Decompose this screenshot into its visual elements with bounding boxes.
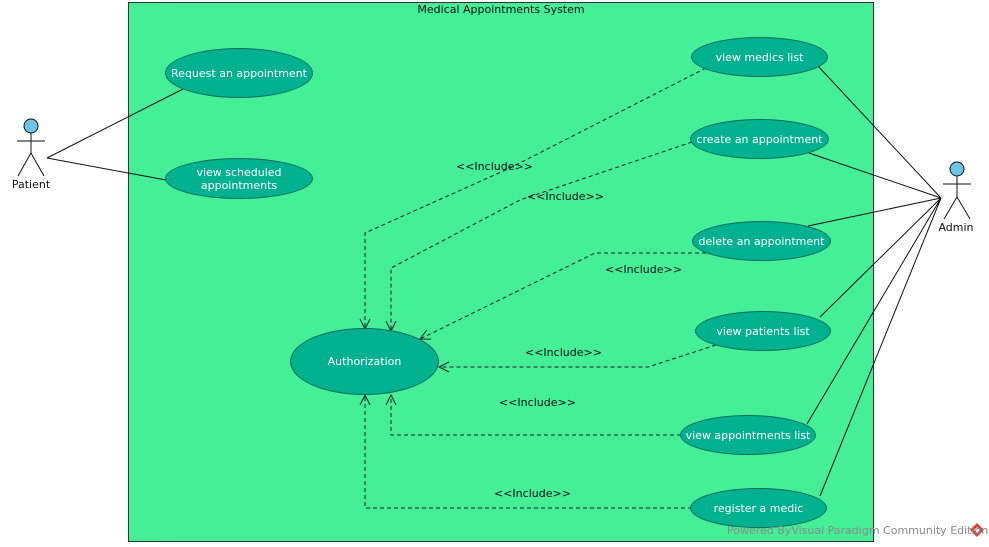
patient-associations: [46, 87, 186, 181]
usecase-request-appointment[interactable]: Request an appointment: [165, 48, 313, 98]
association-admin-view-medics: [817, 65, 942, 199]
usecase-create-appointment[interactable]: create an appointment: [690, 119, 829, 159]
association-admin-delete: [807, 197, 942, 227]
usecase-view-appointments-list[interactable]: view appointments list: [680, 415, 816, 455]
usecase-register-medic[interactable]: register a medic: [690, 488, 827, 528]
usecase-label: Request an appointment: [171, 66, 307, 80]
association-admin-create: [808, 152, 942, 199]
include-view-patients: [439, 344, 717, 367]
association-admin-view-patients: [819, 197, 942, 318]
patient-actor: [17, 118, 45, 177]
association-patient-request: [46, 87, 186, 159]
usecase-label-line2: appointments: [200, 178, 278, 192]
admin-actor: [943, 161, 971, 220]
include-create: [391, 141, 693, 331]
include-delete: [420, 252, 706, 339]
usecase-authorization[interactable]: Authorization: [290, 328, 439, 395]
actor-label-admin: Admin: [938, 221, 974, 234]
usecase-delete-appointment[interactable]: delete an appointment: [692, 221, 831, 261]
patient-head: [23, 118, 39, 134]
usecase-view-scheduled-appointments[interactable]: view scheduled appointments: [165, 158, 313, 199]
include-label-delete: <<Include>>: [605, 263, 682, 276]
usecase-view-patients-list[interactable]: view patients list: [695, 311, 831, 351]
admin-associations: [806, 65, 942, 497]
include-label-view-medics: <<Include>>: [456, 160, 533, 173]
include-view-appointments: [391, 395, 681, 436]
association-patient-view-scheduled: [46, 157, 167, 181]
usecase-label: create an appointment: [696, 132, 823, 146]
include-label-create: <<Include>>: [527, 190, 604, 203]
watermark-text: Powered ByVisual Paradigm Community Edit…: [727, 524, 989, 537]
admin-head: [949, 161, 965, 177]
usecase-label: Authorization: [327, 355, 402, 368]
include-register: [365, 395, 692, 509]
association-admin-register: [819, 197, 942, 497]
include-label-view-patients: <<Include>>: [525, 346, 602, 359]
visual-paradigm-logo-icon: [970, 523, 984, 537]
actor-label-patient: Patient: [11, 178, 51, 191]
include-label-view-appointments: <<Include>>: [499, 396, 576, 409]
usecase-view-medics-list[interactable]: view medics list: [691, 37, 828, 77]
usecase-label: register a medic: [713, 501, 804, 515]
system-title: Medical Appointments System: [417, 3, 585, 16]
usecase-label: view medics list: [715, 50, 804, 64]
usecase-label: view appointments list: [685, 428, 811, 442]
usecase-label-line1: view scheduled: [196, 165, 282, 179]
association-admin-view-appointments: [806, 197, 942, 425]
include-label-register: <<Include>>: [494, 487, 571, 500]
usecase-label: view patients list: [716, 324, 810, 338]
usecase-label: delete an appointment: [698, 234, 825, 248]
